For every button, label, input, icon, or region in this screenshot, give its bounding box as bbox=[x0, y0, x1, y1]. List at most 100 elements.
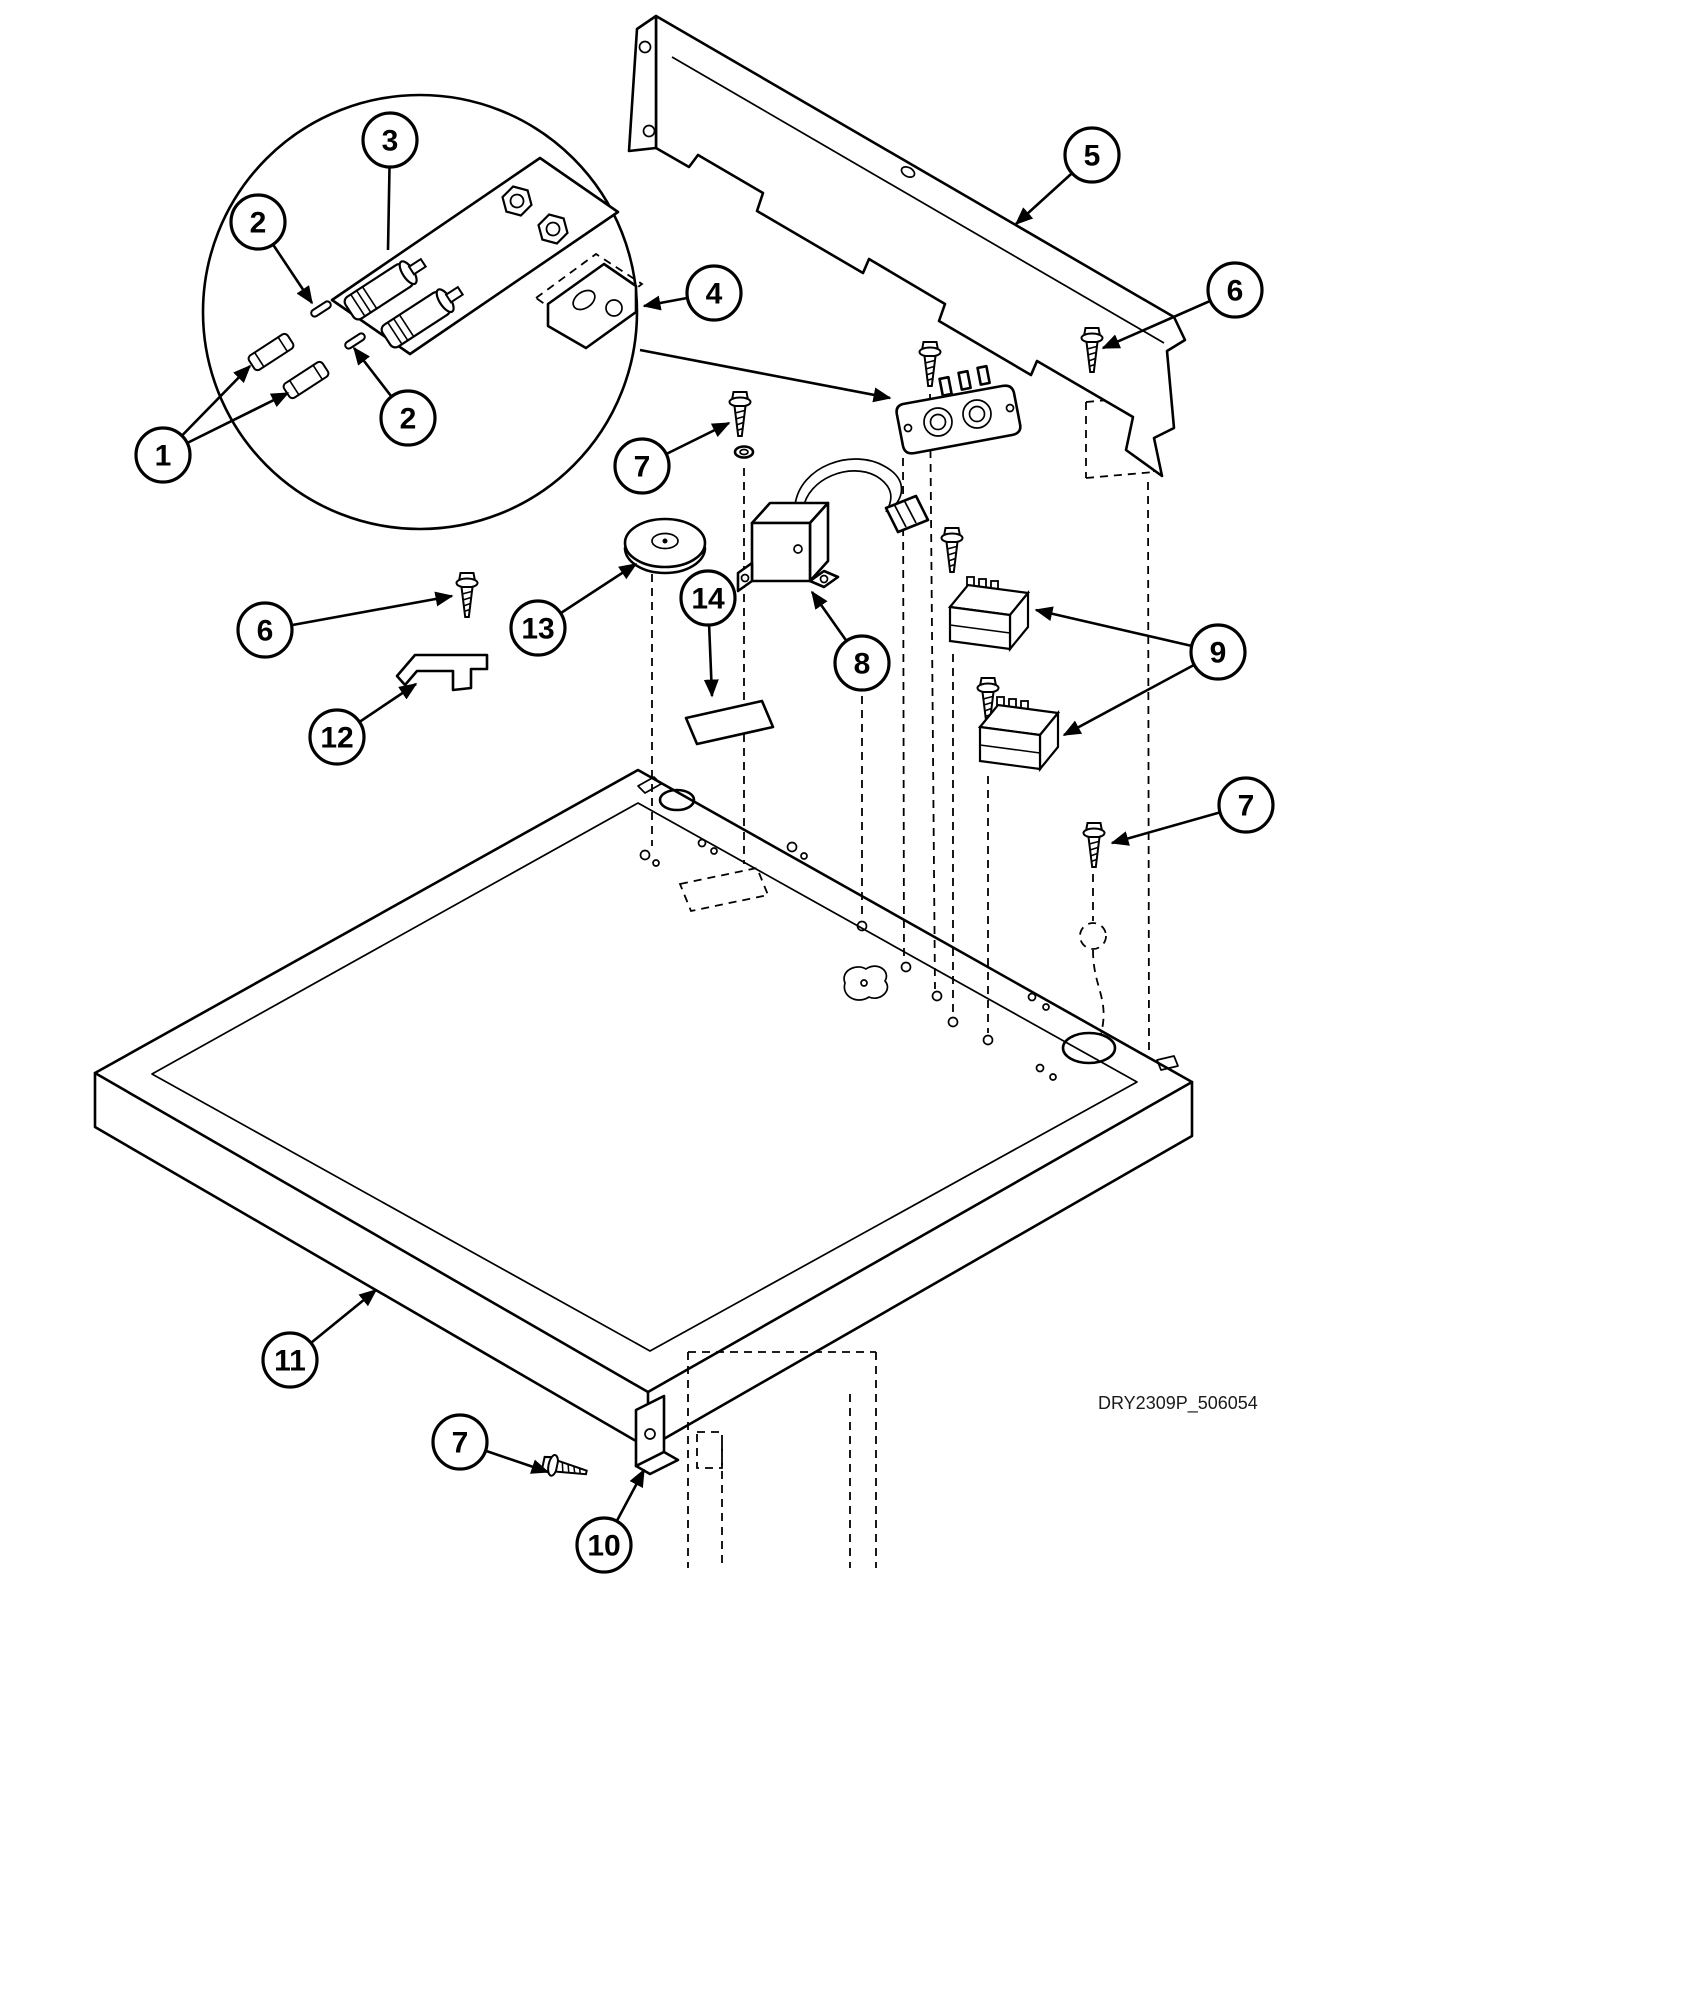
callout-number: 4 bbox=[706, 278, 723, 311]
screw bbox=[940, 527, 964, 573]
callout-number: 7 bbox=[1238, 790, 1255, 823]
callout-12: 12 bbox=[308, 682, 418, 766]
callout-bubble bbox=[1217, 776, 1275, 834]
rear-panel-flange bbox=[627, 14, 658, 153]
callout-number: 7 bbox=[634, 451, 651, 484]
label-location-outline bbox=[678, 866, 770, 913]
washer-hole bbox=[739, 448, 749, 456]
callout-bubble bbox=[379, 389, 437, 447]
screw-hole bbox=[652, 859, 660, 867]
screw bbox=[728, 391, 752, 437]
screw bbox=[1082, 822, 1106, 868]
screw bbox=[918, 341, 942, 387]
wire bbox=[794, 458, 903, 509]
bracket-hidden-outline bbox=[534, 252, 644, 332]
screw-hole bbox=[1027, 992, 1037, 1002]
callout-9: 9 bbox=[1034, 606, 1247, 737]
callout-leader-line bbox=[1034, 606, 1219, 654]
slot-hole bbox=[1156, 1055, 1179, 1071]
callout-number: 6 bbox=[257, 615, 274, 648]
screw-hole bbox=[860, 979, 868, 987]
callout-number: 11 bbox=[274, 1345, 306, 1378]
washer bbox=[733, 445, 755, 459]
callout-leader-line bbox=[264, 591, 454, 632]
screw-hole bbox=[947, 1016, 959, 1028]
screw-hole bbox=[856, 920, 868, 932]
callout-bubble bbox=[679, 569, 737, 627]
fuse bbox=[281, 359, 331, 401]
callout-number: 10 bbox=[587, 1530, 620, 1563]
wire-connector bbox=[884, 494, 930, 534]
callout-10: 10 bbox=[575, 1468, 646, 1574]
screw-hole bbox=[800, 852, 808, 860]
callout-bubble bbox=[236, 601, 294, 659]
screw-hole bbox=[786, 841, 798, 853]
callout-7: 7 bbox=[1110, 776, 1275, 846]
callout-2: 2 bbox=[229, 193, 314, 305]
callout-bubble bbox=[613, 437, 671, 495]
callout-number: 5 bbox=[1084, 140, 1101, 173]
mounting-foot bbox=[808, 569, 840, 589]
detail-reference-arrow bbox=[639, 348, 892, 403]
callout-bubble bbox=[685, 264, 743, 322]
callout-number: 13 bbox=[521, 613, 554, 646]
slot-hole bbox=[637, 776, 662, 794]
callout-13: 13 bbox=[509, 562, 638, 657]
callout-1: 1 bbox=[134, 364, 290, 484]
callout-number: 7 bbox=[452, 1427, 469, 1460]
callout-number: 3 bbox=[382, 125, 399, 158]
callout-11: 11 bbox=[261, 1288, 378, 1389]
drawing-code: DRY2309P_506054 bbox=[1098, 1393, 1258, 1414]
callout-bubble bbox=[1189, 623, 1247, 681]
callout-bubble bbox=[575, 1516, 633, 1574]
screw bbox=[540, 1452, 590, 1484]
callout-2: 2 bbox=[352, 346, 437, 447]
screw-hole bbox=[931, 990, 943, 1002]
screw-hole bbox=[1042, 1003, 1050, 1011]
wire bbox=[802, 470, 892, 513]
callout-number: 9 bbox=[1210, 637, 1227, 670]
callout-number: 2 bbox=[400, 403, 417, 436]
screw-hole bbox=[638, 40, 652, 54]
terminal bbox=[793, 544, 803, 554]
screw-hole bbox=[1049, 1073, 1057, 1081]
relay bbox=[948, 575, 1030, 651]
assembly-leader-lines bbox=[651, 393, 1155, 1568]
callout-14: 14 bbox=[679, 569, 737, 698]
callout-7: 7 bbox=[613, 421, 731, 495]
fuse-holder-assembly bbox=[895, 364, 1022, 455]
clip bbox=[395, 653, 489, 692]
callout-6: 6 bbox=[236, 591, 454, 659]
callout-number: 8 bbox=[854, 648, 871, 681]
callout-bubble bbox=[134, 426, 192, 484]
callout-5: 5 bbox=[1014, 126, 1121, 226]
screw-hole bbox=[982, 1034, 994, 1046]
label-plate bbox=[684, 699, 775, 746]
screw-hole bbox=[710, 847, 718, 855]
callout-number: 14 bbox=[691, 583, 725, 616]
screw-hole bbox=[697, 838, 707, 848]
detail-bubble bbox=[201, 93, 644, 531]
screw-hole bbox=[639, 849, 651, 861]
round-hole bbox=[658, 788, 696, 812]
callout-bubble bbox=[261, 1331, 319, 1389]
callout-number: 2 bbox=[250, 207, 267, 240]
shaped-hole bbox=[843, 965, 889, 1001]
rear-panel bbox=[627, 14, 1187, 478]
buzzer bbox=[623, 517, 707, 575]
callout-leader-line bbox=[1062, 650, 1219, 737]
screw-hole bbox=[900, 165, 916, 179]
callout-bubble bbox=[1063, 126, 1121, 184]
top-panel-inset-line bbox=[151, 802, 1138, 1352]
callout-bubble bbox=[509, 599, 567, 657]
callout-number: 6 bbox=[1227, 275, 1244, 308]
fuse bbox=[246, 331, 296, 373]
callout-8: 8 bbox=[810, 590, 891, 692]
callout-bubble bbox=[308, 708, 366, 766]
callout-6: 6 bbox=[1101, 261, 1264, 350]
callout-3: 3 bbox=[361, 111, 419, 251]
mounting-bracket bbox=[546, 262, 638, 350]
